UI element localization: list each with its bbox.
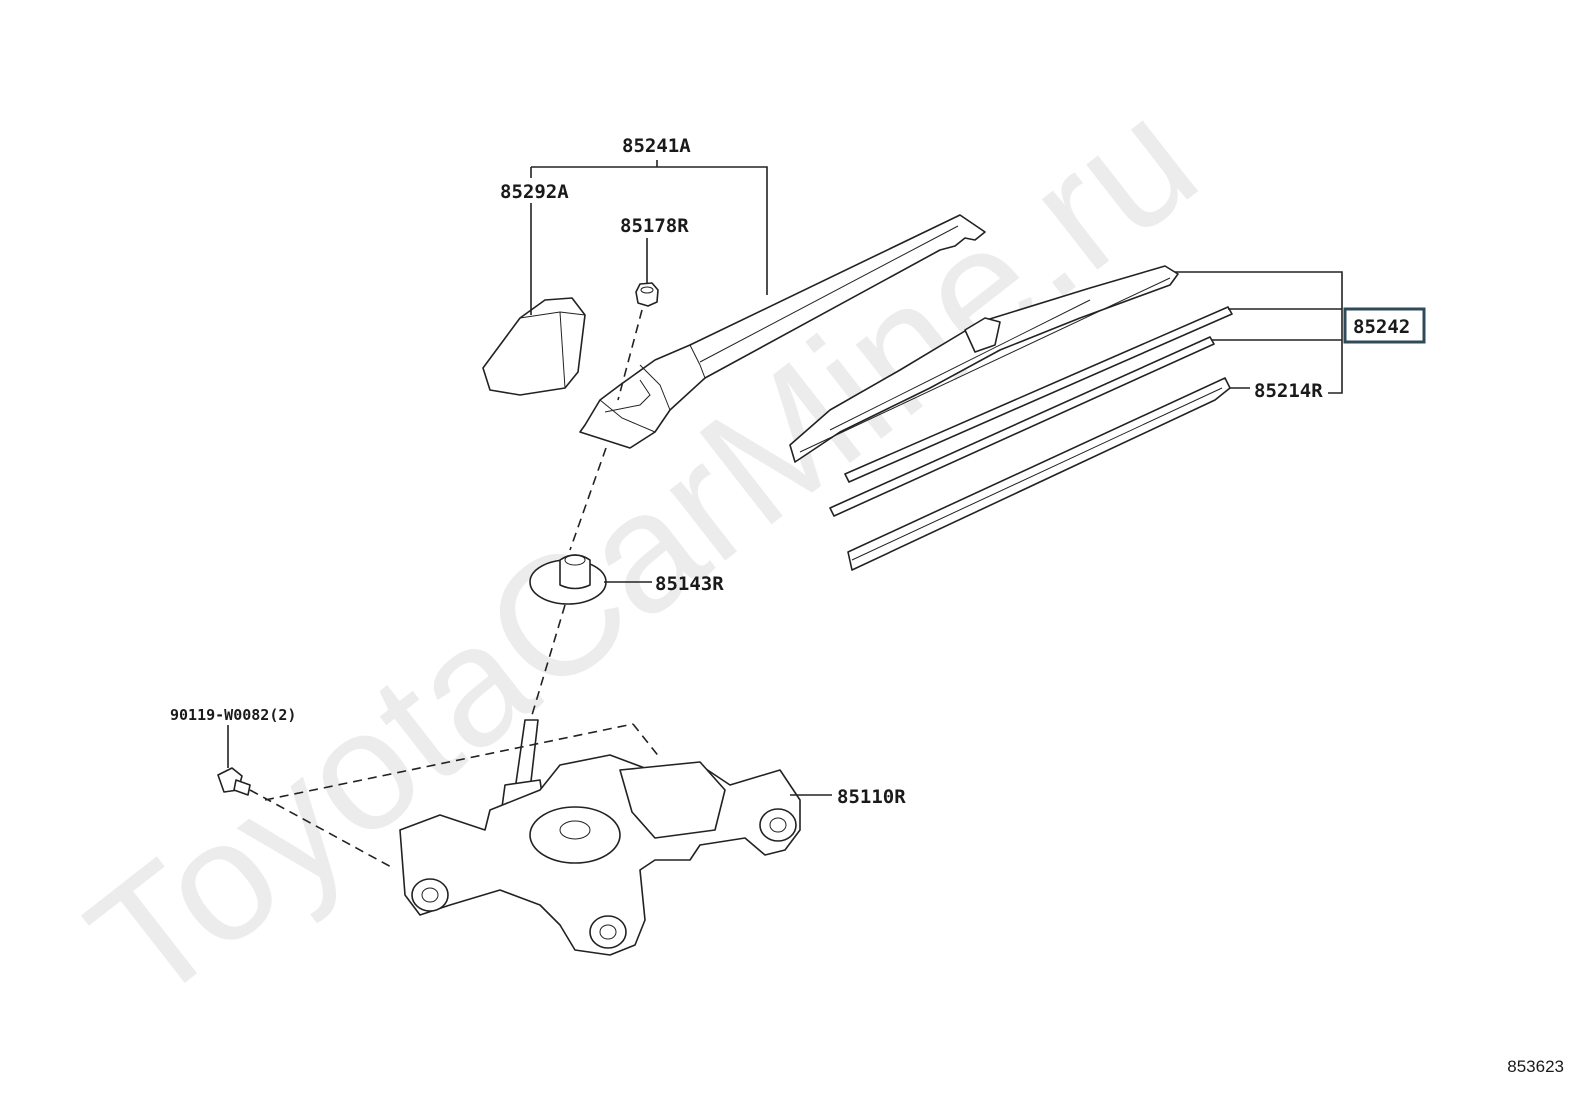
bolt-drawing[interactable]	[217, 767, 251, 796]
assembly-lines	[249, 309, 661, 869]
label-85214R[interactable]: 85214R	[1254, 380, 1323, 402]
label-85242[interactable]: 85242	[1353, 316, 1410, 338]
wiper-motor-drawing[interactable]	[399, 719, 801, 956]
arm-cover-drawing[interactable]	[482, 297, 586, 396]
blade-strip-lower-drawing[interactable]	[829, 336, 1215, 517]
blade-strip-upper-drawing[interactable]	[844, 306, 1233, 483]
nut-cap-drawing[interactable]	[635, 282, 659, 307]
label-85241A[interactable]: 85241A	[622, 135, 691, 157]
label-85178R[interactable]: 85178R	[620, 215, 689, 237]
wiper-arm-drawing[interactable]	[579, 214, 986, 449]
wiper-blade-drawing[interactable]	[789, 265, 1179, 463]
leader-lines	[227, 160, 1343, 796]
label-90119-W0082[interactable]: 90119-W0082(2)	[170, 706, 296, 724]
label-85292A[interactable]: 85292A	[500, 181, 569, 203]
diagram-id: 853623	[1507, 1057, 1564, 1076]
blade-refill-drawing[interactable]	[847, 377, 1231, 571]
label-85143R[interactable]: 85143R	[655, 573, 724, 595]
label-85110R[interactable]: 85110R	[837, 786, 906, 808]
selected-part-highlight	[1343, 307, 1426, 344]
